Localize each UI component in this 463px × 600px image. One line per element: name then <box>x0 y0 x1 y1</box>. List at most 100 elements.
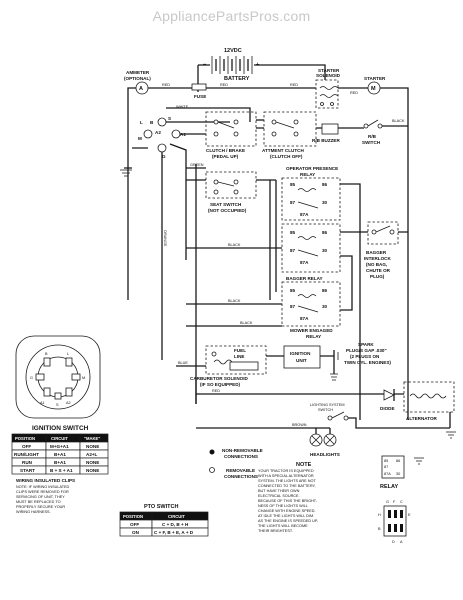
opr-pin-87a: 87A <box>300 212 309 217</box>
spark-plug: SPARK PLUG/S GAP .030" (2 PLUGS ON TWIN … <box>333 342 391 365</box>
svg-text:G: G <box>162 154 166 159</box>
wn-line3: CLIPS WERE REMOVED FOR <box>16 490 69 494</box>
ig-row3-circ: B + S + A1 <box>50 468 73 473</box>
br-pin-85: 85 <box>290 230 296 235</box>
ammeter-label: AMMETER <box>126 70 150 75</box>
rk-label: RELAY <box>380 484 398 490</box>
bagger-interlock: BAGGER INTERLOCK (NO BAG, CHUTE OR PLUG) <box>364 221 399 279</box>
legend-removable-line2: CONNECTIONS <box>224 474 258 479</box>
rk-c: C <box>400 500 403 504</box>
pto-title: PTO SWITCH <box>144 504 178 510</box>
watermark: AppliancePartsPros.com <box>152 8 311 24</box>
rk-g: G <box>386 500 389 504</box>
mer-pin-87: 87 <box>290 304 296 309</box>
wire-label-blue: BLUE <box>178 361 188 365</box>
headlights: HEADLIGHTS <box>309 433 340 457</box>
rk-e: E <box>408 513 411 517</box>
rk-87a: 87A <box>384 472 391 476</box>
opr-line2: RELAY <box>300 172 315 177</box>
clutch-brake-line2: (PEDAL UP) <box>212 154 239 159</box>
svg-text:S: S <box>168 116 171 121</box>
starter: STARTER M <box>364 76 386 95</box>
battery-voltage: 12VDC <box>224 48 242 54</box>
battery: 12VDC BATTERY − + <box>203 48 259 82</box>
an-line2: SYSTEM. THE LIGHTS ARE NOT <box>258 479 316 483</box>
svg-text:A1: A1 <box>40 401 45 405</box>
legend-removable-line1: REMOVABLE <box>226 468 255 473</box>
wn-line4: SERVICING OF UNIT, THEY <box>16 495 65 499</box>
ig-row2-circ: B+A1 <box>54 460 66 465</box>
ignition-unit: IGNITION UNIT <box>283 345 321 369</box>
ig-row0-pos: OFF <box>22 444 31 449</box>
diode: DIODE <box>380 389 395 411</box>
bagger-relay-label: BAGGER RELAY <box>286 276 323 281</box>
carburetor-line1: CARBURETOR SOLENOID <box>190 376 249 381</box>
br-pin-87a: 87A <box>300 260 309 265</box>
opr-pin-86: 86 <box>322 182 328 187</box>
starter-label: STARTER <box>364 76 386 81</box>
svg-text:G: G <box>30 376 33 380</box>
rk-87: 87 <box>384 465 388 469</box>
mer-pin-85: 85 <box>290 288 296 293</box>
svg-text:M: M <box>82 376 85 380</box>
pto-row1-circ: C + F, B + E, A + D <box>154 530 194 535</box>
spark-plug-line2: PLUG/S GAP .030" <box>346 348 387 353</box>
rb-switch-line2: SWITCH <box>362 140 381 145</box>
attachment-clutch-switch: ATTMENT CLUTCH (CLUTCH OFF) <box>262 111 317 159</box>
ig-row0-circ: M+G+A1 <box>50 444 69 449</box>
wn-line7: WIRING HARNESS. <box>16 510 51 514</box>
an-line9: AT IDLE THE LIGHTS WILL DIM. <box>258 514 314 518</box>
diode-label: DIODE <box>380 406 395 411</box>
ignition-unit-line2: UNIT <box>296 358 307 363</box>
wire-label-white: WHITE <box>176 105 189 109</box>
an-line5: ELECTRICAL SOURCE. <box>258 494 300 498</box>
wire-label-red-2: RED <box>220 83 228 87</box>
ignition-switch-table: POSITION CIRCUIT "MAKE" OFF M+G+A1 NONE … <box>11 433 109 475</box>
starter-solenoid-line2: SOLENOID <box>316 73 341 78</box>
pto-row1-pos: ON <box>132 530 140 535</box>
ig-row3-pos: START <box>20 468 35 473</box>
wn-line5: MUST BE REPLACED TO <box>16 500 61 504</box>
carburetor-solenoid: FUEL LINE CARBURETOR SOLENOID (IF SO EQU… <box>190 345 267 387</box>
mower-engaged-line2: RELAY <box>306 334 321 339</box>
wire-label-brown: BROWN <box>292 423 307 427</box>
bagger-interlock-line5: PLUG) <box>370 274 385 279</box>
wire-label-black: BLACK <box>392 119 405 123</box>
ammeter-sub: (OPTIONAL) <box>124 76 151 81</box>
br-pin-86: 86 <box>322 230 328 235</box>
ig-row1-make: A2+L <box>86 452 98 457</box>
legend-nonremovable-line2: CONNECTIONS <box>224 454 258 459</box>
ig-hdr-make: "MAKE" <box>84 436 100 441</box>
wire-label-black-2: BLACK <box>228 243 241 247</box>
an-line6: BECAUSE OF THIS THE BRIGHT- <box>258 499 318 503</box>
rk-30: 30 <box>396 472 400 476</box>
opr-pin-30: 30 <box>322 200 328 205</box>
relay-key: 85 86 87 87A 30 RELAY G F C H E B D A <box>378 455 411 544</box>
fuel-line-line2: LINE <box>234 354 244 359</box>
ig-hdr-position: POSITION <box>15 436 35 441</box>
opr-pin-85: 85 <box>290 182 296 187</box>
bagger-interlock-line1: BAGGER <box>366 250 387 255</box>
ignition-switch-title: IGNITION SWITCH <box>32 425 89 432</box>
bagger-interlock-line3: (NO BAG, <box>366 262 387 267</box>
carburetor-line2: (IF SO EQUIPPED) <box>200 382 241 387</box>
svg-text:L: L <box>140 120 143 125</box>
wire-label-orange: ORANGE <box>163 230 167 247</box>
alternator-note: NOTE YOUR TRACTOR IS EQUIPPED WITH A SPE… <box>258 462 318 533</box>
svg-text:M: M <box>138 136 142 141</box>
alternator-label: ALTERNATOR <box>406 416 438 421</box>
rk-d: D <box>392 540 395 544</box>
rk-85: 85 <box>384 459 388 463</box>
clutch-brake-switch: CLUTCH / BRAKE (PEDAL UP) <box>205 111 257 159</box>
mer-pin-30: 30 <box>322 304 328 309</box>
ig-row1-circ: B+A1 <box>54 452 66 457</box>
spark-plug-line4: TWIN CYL. ENGINES) <box>344 360 391 365</box>
attachment-clutch-line2: (CLUTCH OFF) <box>270 154 303 159</box>
ammeter-symbol: A <box>139 86 143 92</box>
spark-plug-line1: SPARK <box>358 342 374 347</box>
opr-line1: OPERATOR PRESENCE <box>286 166 338 171</box>
mer-pin-87a: 87A <box>300 316 309 321</box>
lighting-switch: LIGHTING SYSTEM SWITCH <box>310 403 349 421</box>
